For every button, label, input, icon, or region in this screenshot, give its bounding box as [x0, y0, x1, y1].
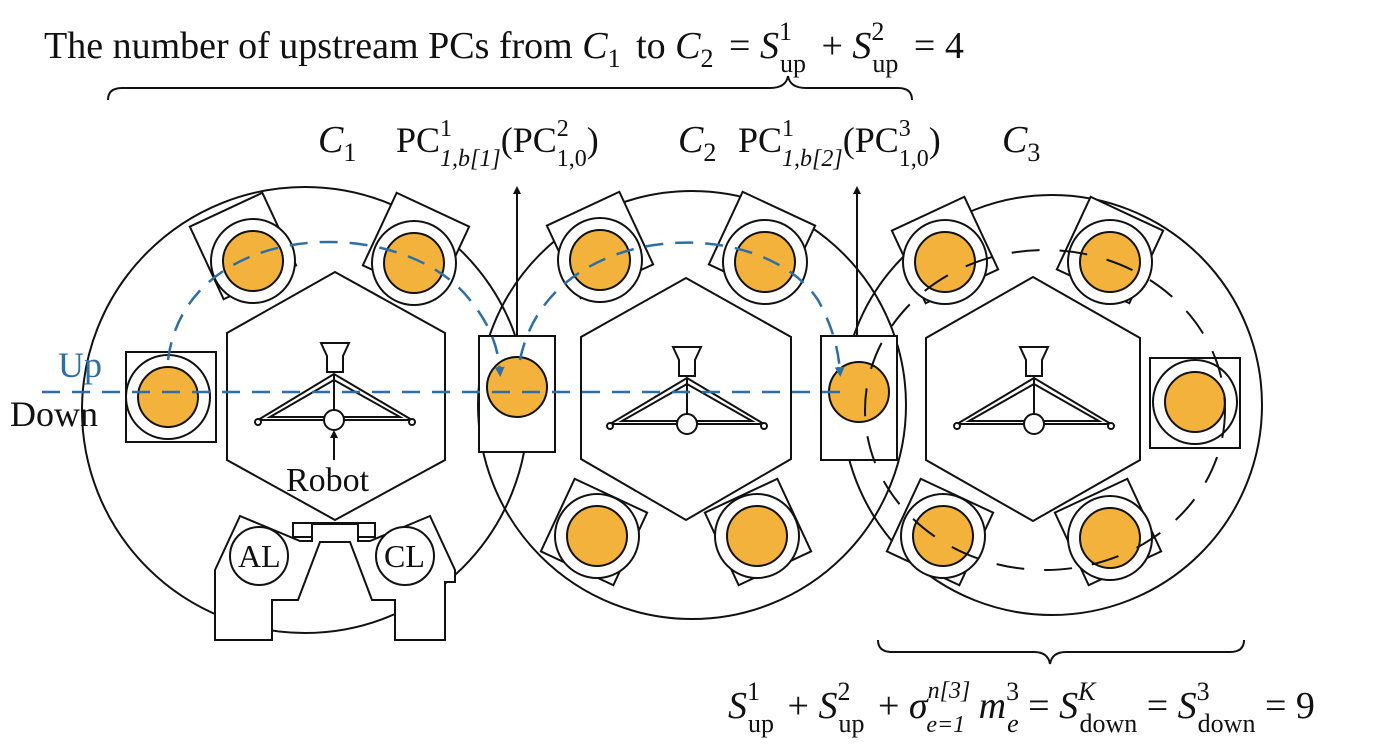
robot-label: Robot [286, 462, 370, 499]
c2-pm-top-left [545, 190, 655, 303]
c3-pm-top-left [890, 195, 1000, 305]
cluster-label-c1: C1 [318, 119, 356, 167]
c3-pm-bottom-right [1053, 477, 1163, 587]
c1-pm-top-right [361, 191, 471, 306]
c3-pm-top-right [1055, 195, 1165, 305]
c3-pm-right [1149, 357, 1241, 449]
legend-down: Down [10, 394, 98, 434]
c2-pm-bottom-left [539, 477, 649, 587]
cluster-label-c2: C2 [678, 119, 716, 167]
c3-pm-bottom-left [885, 477, 995, 587]
c1-pm-left [125, 351, 217, 443]
c2-pm-top-right [707, 190, 817, 305]
svg-text:AL: AL [238, 538, 281, 574]
loadlock-cl: CL [375, 526, 435, 586]
top-formula: The number of upstream PCs from C1 to C2… [44, 17, 964, 81]
top-brace [107, 75, 913, 101]
cluster-c1-hexagon [226, 270, 446, 522]
robot-c1 [254, 342, 416, 431]
loadlock-al: AL [229, 526, 289, 586]
c1-pm-top-left [188, 191, 298, 304]
legend-up: Up [58, 345, 102, 385]
buffer-b1 [478, 335, 556, 453]
svg-text:CL: CL [384, 538, 425, 574]
bottom-brace [877, 639, 1245, 665]
buffer-b2 [820, 335, 898, 461]
cluster-label-c3: C3 [1002, 119, 1040, 167]
upstream-route [42, 240, 845, 394]
robot-c3 [953, 346, 1115, 435]
robot-c2 [606, 346, 768, 435]
c2-pm-bottom-right [703, 477, 813, 587]
downstream-route [864, 249, 1226, 571]
